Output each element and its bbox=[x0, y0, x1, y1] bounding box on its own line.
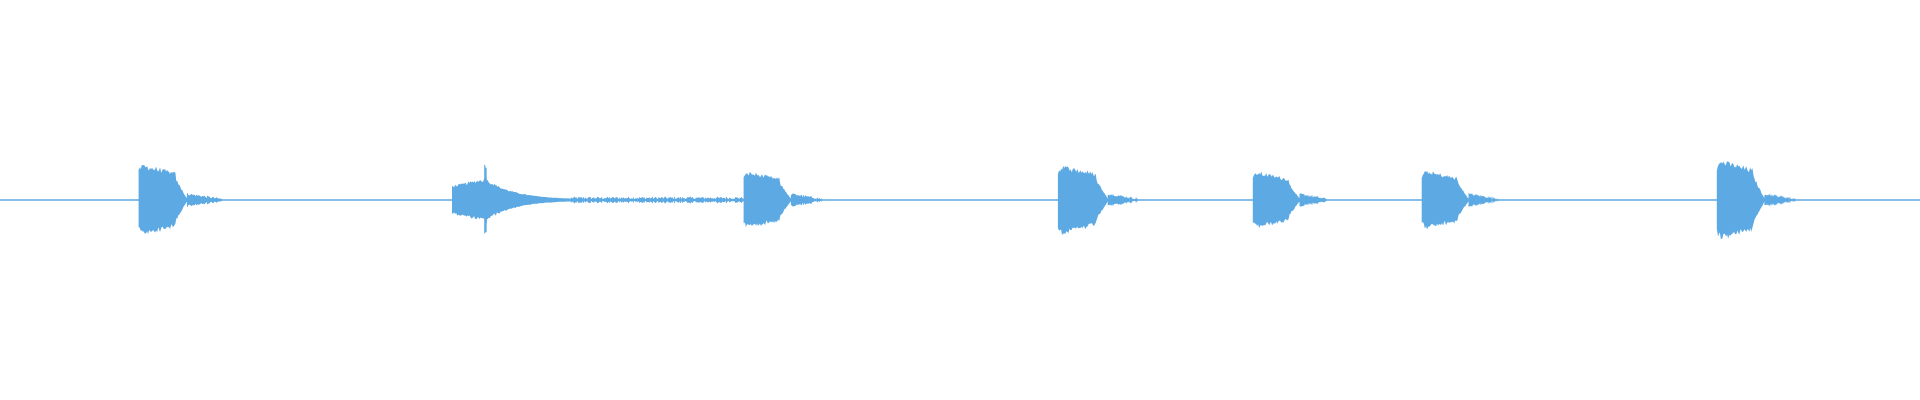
waveform-burst-6 bbox=[1252, 171, 1300, 228]
waveform-bursts bbox=[0, 161, 1920, 240]
waveform-burst-4 bbox=[743, 171, 792, 227]
waveform-tail-7 bbox=[1468, 193, 1500, 207]
waveform-burst-5 bbox=[1057, 165, 1108, 236]
waveform-tail-1 bbox=[186, 193, 222, 207]
waveform-burst-8 bbox=[1716, 161, 1765, 240]
waveform-burst-3 bbox=[484, 164, 571, 235]
waveform-tail-8 bbox=[1764, 194, 1796, 206]
waveform-tail-4 bbox=[790, 193, 822, 207]
waveform-burst-7 bbox=[1421, 171, 1469, 230]
waveform-burst-2 bbox=[452, 178, 487, 222]
waveform-tail-6 bbox=[1299, 193, 1327, 207]
waveform-tail-5 bbox=[1107, 194, 1139, 206]
waveform-noise bbox=[570, 196, 744, 204]
waveform-burst-1 bbox=[138, 164, 188, 235]
